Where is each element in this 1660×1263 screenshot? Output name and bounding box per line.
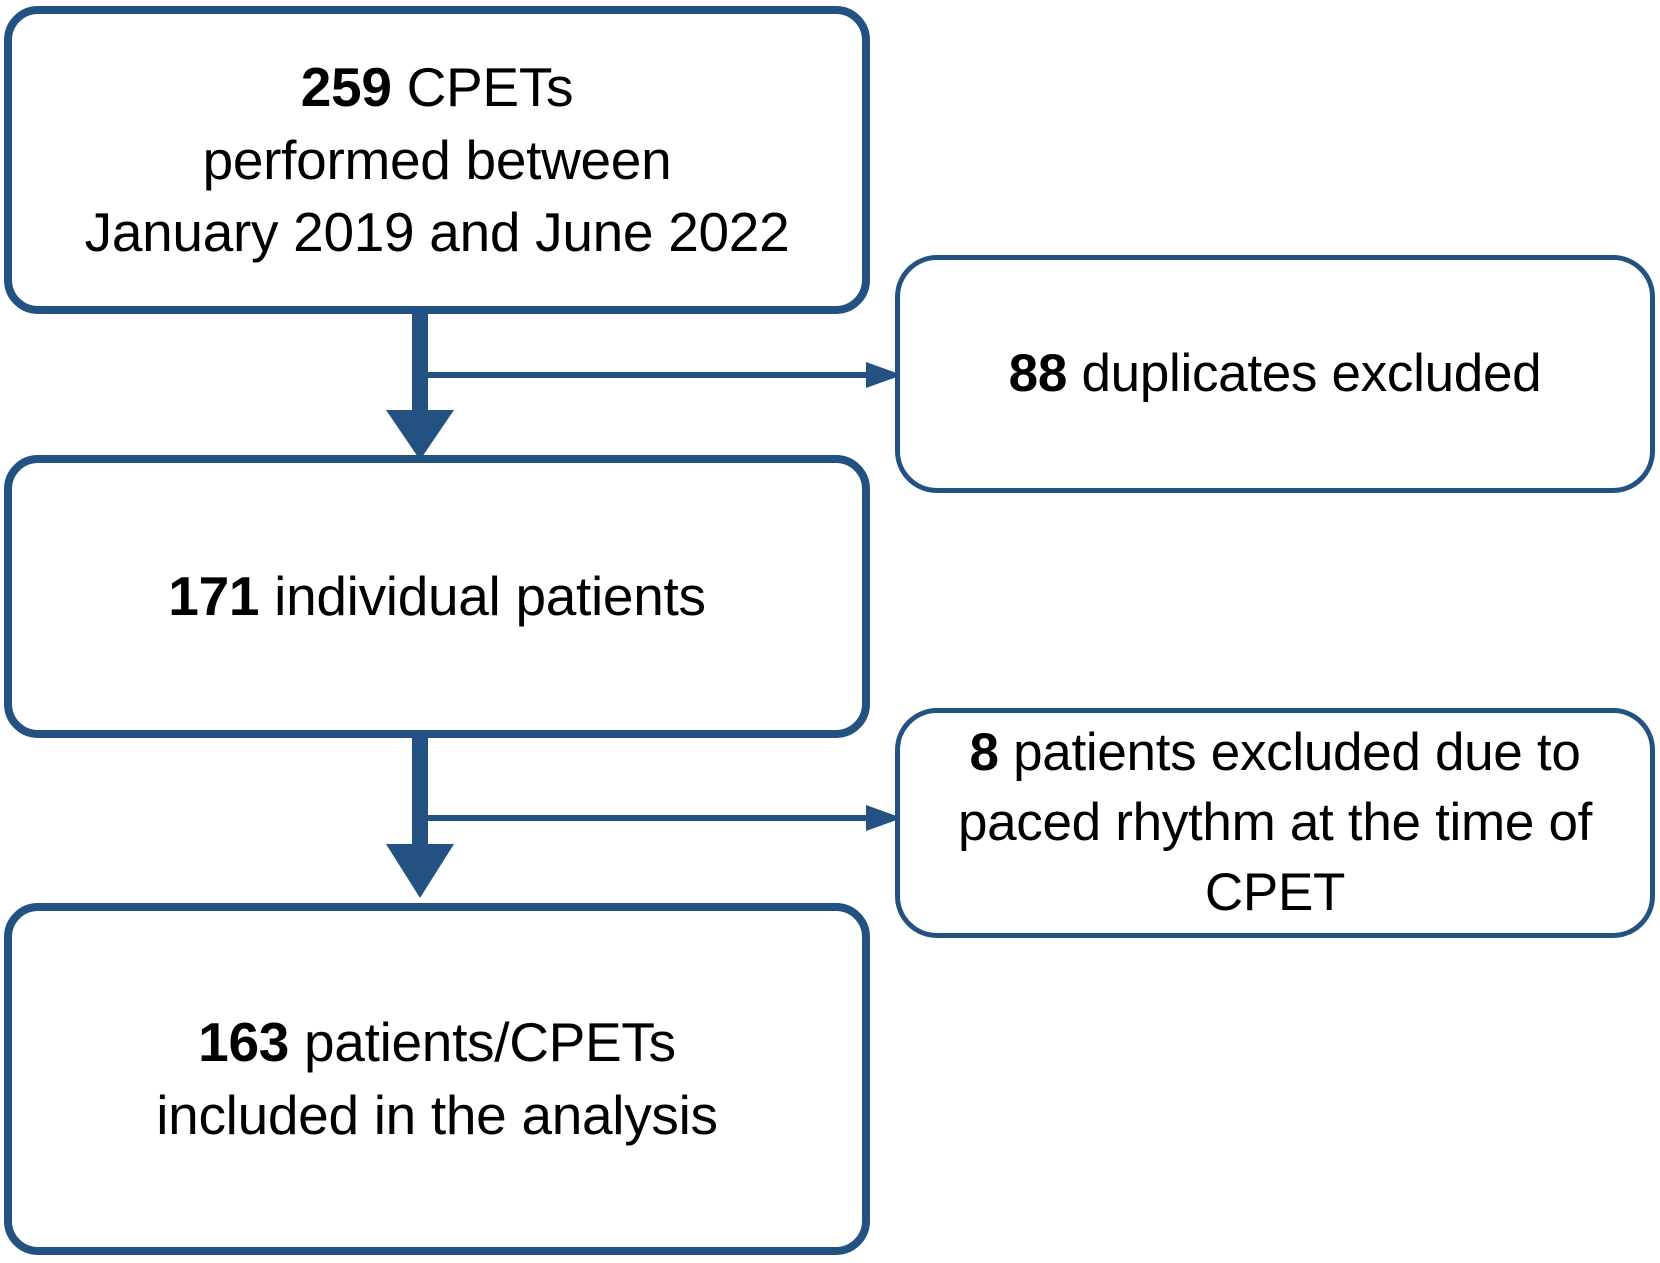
node-individual-patients: 171 individual patients [4,455,870,738]
node-included-in-analysis: 163 patients/CPETs included in the analy… [4,903,870,1255]
node-duplicates-excluded: 88 duplicates excluded [895,255,1655,493]
node-patients-count: 171 [168,565,260,628]
node-duplicates-excluded-text: 88 duplicates excluded [900,339,1650,409]
node-included-count: 163 [198,1011,290,1074]
arrow-patients-to-included [386,734,454,898]
node-paced-label: patients excluded due to paced rhythm at… [957,723,1593,922]
node-included-in-analysis-text: 163 patients/CPETs included in the analy… [12,1006,862,1151]
arrow-patients-to-paced [420,805,902,831]
node-duplicates-label: duplicates excluded [1081,344,1542,404]
node-included-label: patients/CPETs included in the analysis [156,1011,718,1146]
node-cpets-performed: 259 CPETs performed between January 2019… [4,6,870,314]
node-paced-rhythm-excluded: 8 patients excluded due to paced rhythm … [895,708,1655,938]
node-cpets-count: 259 [300,56,392,119]
node-duplicates-count: 88 [1008,344,1068,404]
node-patients-label: individual patients [274,565,706,628]
node-paced-count: 8 [969,723,999,783]
node-cpets-performed-text: 259 CPETs performed between January 2019… [12,51,862,269]
node-individual-patients-text: 171 individual patients [12,560,862,633]
arrow-cpets-to-patients [386,310,454,460]
arrow-cpets-to-duplicates [420,362,902,388]
node-paced-rhythm-excluded-text: 8 patients excluded due to paced rhythm … [900,718,1650,928]
node-cpets-label: CPETs performed between January 2019 and… [84,56,790,264]
